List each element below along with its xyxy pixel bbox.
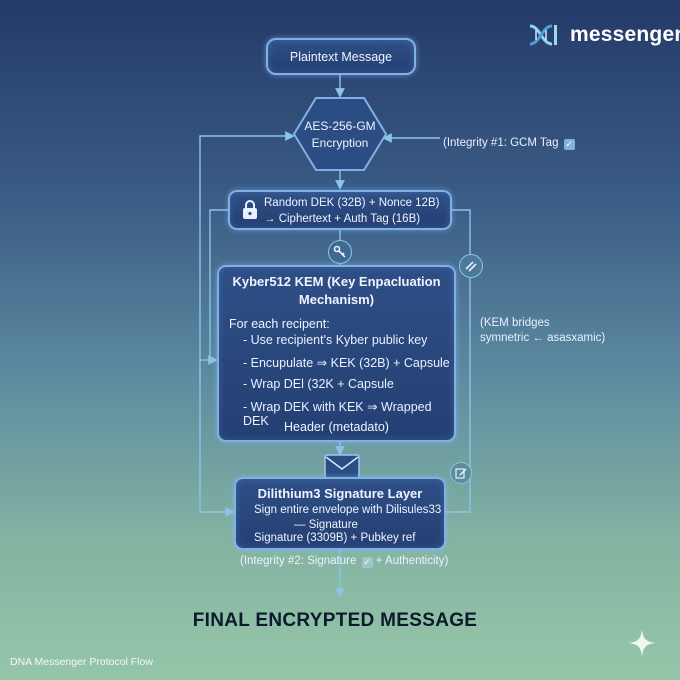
aes-subtitle: Encryption: [311, 135, 369, 150]
dilithium-line-2: — Signature: [294, 519, 358, 531]
kyber-step: - Wrap DEl (32K + Capsule: [243, 377, 394, 391]
kem-bridge-line-1: (KEM bridges: [480, 317, 550, 329]
dilithium-line-1: Sign entire envelope with Dilisules33: [254, 504, 442, 516]
brand-logo: messenger: [528, 22, 680, 48]
kyber-intro: For each recipent:: [229, 317, 330, 331]
dna-logo-icon: [529, 24, 557, 46]
kyber-title-line-2: Mechanism): [298, 292, 375, 307]
right-loop: [446, 209, 471, 513]
kyber-title: Kyber512 KEM (Key Enpacluation Mechanism…: [219, 274, 454, 307]
lock-icon: [243, 200, 257, 219]
kyber-step: - Encupulate ⇒ KEK (32B) + Capsule: [243, 356, 450, 370]
kyber-step: - Use recipient's Kyber public key: [243, 333, 428, 347]
dilithium-line-3: Signature (3309B) + Pubkey ref: [254, 532, 416, 544]
footer-caption: DNA Messenger Protocol Flow: [10, 656, 153, 668]
plaintext-node: Plaintext Message: [266, 38, 416, 75]
check-icon: ✓: [563, 139, 575, 150]
key-icon: [328, 240, 352, 264]
dilithium-node: Dilithium3 Signature Layer Sign entire e…: [234, 477, 446, 550]
kyber-node: Kyber512 KEM (Key Enpacluation Mechanism…: [217, 265, 456, 442]
integrity2-text-b: + Authenticity): [375, 555, 449, 567]
integrity2-text-a: (Integrity #2: Signature: [240, 555, 357, 567]
dilithium-title: Dilithium3 Signature Layer: [257, 486, 423, 501]
aes-title: AES-256-GM: [304, 118, 376, 133]
aes-hexagon: [292, 97, 388, 171]
plaintext-label: Plaintext Message: [289, 49, 393, 64]
final-label: FINAL ENCRYPTED MESSAGE: [192, 610, 478, 631]
kyber-footer: Header (metadato): [284, 420, 389, 434]
dek-node: Random DEK (32B) + Nonce 12B) → Cipherte…: [228, 190, 452, 230]
brand-name: messenger: [570, 23, 680, 46]
left-loop-top: [199, 131, 295, 512]
integrity1-text: (Integrity #1: GCM Tag: [443, 137, 559, 149]
check-icon: ✓: [361, 557, 373, 568]
integrity2-note: (Integrity #2: Signature ✓ + Authenticit…: [240, 555, 448, 568]
sparkle-icon: [628, 629, 656, 657]
aes-text: AES-256-GM Encryption: [292, 96, 388, 172]
kyber-title-line-1: Kyber512 KEM (Key Enpacluation: [232, 274, 441, 289]
kyber-step: - Wrap DEK with KEK ⇒ Wrapped DEK: [243, 400, 432, 428]
integrity1-note: (Integrity #1: GCM Tag ✓: [443, 137, 575, 150]
dek-line-1: Random DEK (32B) + Nonce 12B): [264, 197, 440, 209]
kem-bridge-note: (KEM bridges symnetric ← asasxamic): [480, 317, 605, 344]
dek-line-2: → Ciphertext + Auth Tag (16B): [264, 213, 421, 225]
link-icon: [459, 254, 483, 278]
edit-icon: [450, 462, 472, 484]
left-loop-dek: [209, 209, 228, 360]
kem-bridge-line-2: symnetric ← asasxamic): [480, 332, 606, 344]
